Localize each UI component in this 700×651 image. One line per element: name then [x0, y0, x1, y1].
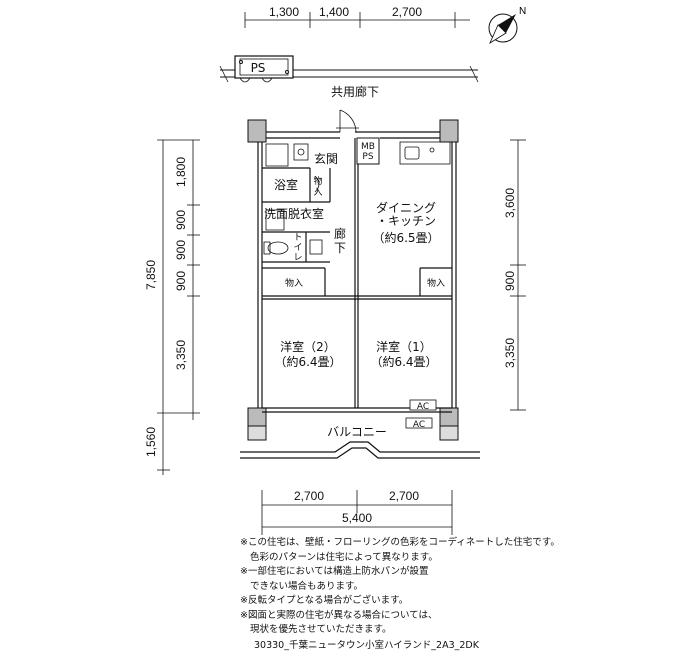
plan-caption: 30330_千葉ニュータウン小室ハイランド_2A3_2DK	[254, 640, 479, 651]
toilet-label-1: ト	[293, 233, 302, 243]
ac-unit-1	[409, 399, 437, 411]
left-dim-900-b: 900	[174, 240, 188, 260]
top-dim-1: 1,300	[269, 5, 299, 19]
top-dimension-lines	[244, 12, 470, 28]
note-line: ※反転タイプとなる場合がございます。	[240, 595, 409, 606]
compass-icon: N	[488, 6, 526, 45]
note-line: できない場合もあります。	[250, 580, 364, 592]
bath-fixtures	[263, 143, 323, 255]
east-room-label-2: （約6.4畳）	[370, 354, 437, 369]
left-dim-900-c: 900	[174, 271, 188, 291]
right-dimension-lines	[510, 139, 526, 411]
ac-label-2: AC	[413, 420, 425, 430]
hall-label-1: 廊	[334, 226, 346, 241]
dining-label-2: ・キッチン	[376, 214, 436, 228]
left-dim-1560: 1,560	[144, 427, 158, 457]
right-dim-3350: 3,350	[503, 338, 517, 368]
storage-small-label-2: 入	[313, 187, 322, 198]
mbps-label-2: PS	[362, 152, 373, 162]
west-room-label-1: 洋室（2）	[280, 339, 336, 354]
bottom-dim-total: 5,400	[342, 511, 372, 525]
left-dim-total: 7,850	[144, 260, 158, 290]
kitchen-counter	[399, 141, 451, 165]
washroom-label: 洗面脱衣室	[264, 206, 324, 221]
note-line: ※一部住宅においては構造上防水パンが設置	[240, 566, 429, 577]
balcony-rail	[240, 441, 480, 459]
note-line: ※この住宅は、壁紙・フローリングの色彩をコーディネートした住宅です。	[240, 537, 560, 548]
right-dim-3600: 3,600	[503, 188, 517, 218]
mbps-box	[356, 137, 380, 165]
bottom-dimension-lines	[261, 490, 453, 535]
left-dimension-lines	[157, 139, 200, 475]
hall-label-2: 下	[334, 241, 346, 255]
left-dim-1800: 1,800	[174, 157, 188, 187]
structural-columns	[247, 119, 459, 441]
storage-right-label: 物入	[427, 277, 445, 289]
east-room-label-1: 洋室（1）	[376, 339, 432, 354]
right-dim-900: 900	[503, 271, 517, 291]
dining-label-3: （約6.5畳）	[372, 230, 439, 245]
top-dim-3: 2,700	[392, 5, 422, 19]
mbps-label-1: MB	[361, 142, 375, 152]
toilet-label-2: イ	[293, 243, 302, 253]
ps-label: PS	[251, 61, 266, 75]
interior-walls	[262, 138, 452, 413]
dining-label-1: ダイニング	[376, 200, 436, 215]
notes: ※この住宅は、壁紙・フローリングの色彩をコーディネートした住宅です。 色彩のパタ…	[240, 536, 690, 638]
balcony-label: バルコニー	[327, 425, 387, 439]
bottom-dim-2: 2,700	[389, 489, 419, 503]
bottom-dim-1: 2,700	[294, 489, 324, 503]
ps-shaft	[234, 55, 294, 83]
top-dim-2: 1,400	[319, 5, 349, 19]
bath-label: 浴室	[274, 177, 298, 192]
corridor-label: 共用廊下	[331, 84, 379, 99]
left-dim-3350: 3,350	[174, 340, 188, 370]
ac-unit-2	[405, 417, 433, 429]
storage-left-label: 物入	[285, 277, 303, 289]
west-room-label-2: （約6.4畳）	[274, 354, 341, 369]
toilet-label-3: レ	[293, 253, 302, 263]
storage-small-label-1: 物	[313, 175, 322, 187]
entrance-door	[336, 109, 359, 133]
note-line: 現状を優先させていただきます。	[250, 624, 392, 635]
entrance-label: 玄関	[314, 151, 338, 166]
left-dim-900-a: 900	[174, 210, 188, 230]
note-line: ※図面と実際の住宅が異なる場合については、	[240, 609, 438, 621]
ac-label-1: AC	[417, 402, 429, 412]
compass-north-label: N	[519, 6, 526, 17]
exterior-walls	[257, 122, 457, 410]
note-line: 色彩のパターンは住宅によって異なります。	[250, 551, 438, 563]
